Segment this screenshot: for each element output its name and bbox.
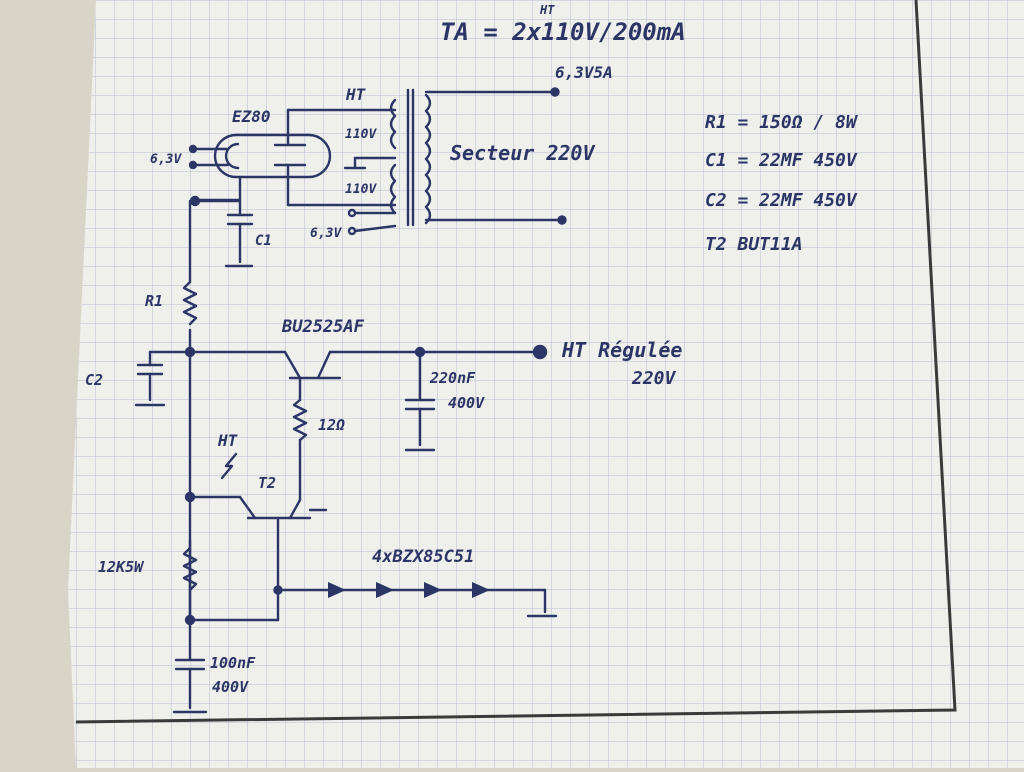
legend-item: C2 = 22MF 450V (705, 190, 858, 211)
zener-1 (328, 582, 346, 598)
tube-name: EZ80 (232, 107, 271, 126)
resistor-12ohm (292, 398, 308, 442)
tube-heater-label: 6,3V (150, 152, 182, 167)
ht-arrow-label: HT (217, 431, 239, 450)
zeners-label: 4xBZX85C51 (372, 547, 474, 567)
tr-secondary-bottom (389, 163, 397, 215)
tube-envelope (213, 133, 332, 179)
zener-4 (472, 582, 490, 598)
bu-emitter-lead (316, 350, 332, 380)
c1-label: C1 (255, 233, 272, 249)
legend-item: C1 = 22MF 450V (705, 150, 858, 171)
bu-collector-lead (283, 350, 302, 380)
filament-rating: 6,3V5A (555, 63, 613, 82)
t2-emitter-lead (288, 498, 302, 520)
terminal-output (532, 344, 548, 360)
page-frame (75, 0, 957, 724)
zener-diodes (328, 582, 490, 598)
primary-label: Secteur 220V (450, 141, 595, 165)
terminal-mains (557, 215, 567, 225)
potentiometer (182, 546, 198, 592)
pot-label: 12K5W (98, 558, 145, 576)
title-ht-superscript: HT (539, 3, 555, 17)
output-voltage-label: 220V (631, 368, 677, 389)
circuit (134, 87, 567, 714)
zener-2 (376, 582, 394, 598)
c2-label: C2 (85, 371, 103, 389)
legend: R1 = 150Ω / 8W C1 = 22MF 450V C2 = 22MF … (705, 112, 859, 255)
transformer-ht-label: HT (345, 85, 367, 104)
tube-heater (224, 142, 240, 170)
ht-arrow (220, 452, 238, 480)
t2-collector-lead (238, 495, 257, 520)
graph-grid (68, 0, 1024, 768)
heater-tap-label: 6,3V (310, 226, 342, 241)
output-label: HT Régulée (561, 338, 682, 362)
zener-3 (424, 582, 442, 598)
wire-heater-b (353, 224, 397, 233)
tr-secondary-top (389, 98, 397, 150)
tr-primary (424, 93, 432, 225)
transistor-main-label: BU2525AF (281, 317, 365, 337)
c-bottom-voltage-label: 400V (212, 678, 249, 696)
r1-label: R1 (145, 292, 163, 310)
title-text: TA = 2x110V/200mA (440, 18, 686, 46)
terminal-filament (550, 87, 560, 97)
c-bottom-value-label: 100nF (210, 654, 256, 672)
c-out-voltage-label: 400V (448, 394, 485, 412)
r-emitter-label: 12Ω (318, 416, 345, 434)
resistor-r1 (182, 280, 198, 326)
legend-item: T2 BUT11A (705, 234, 803, 255)
t2-label: T2 (258, 474, 276, 492)
legend-item: R1 = 150Ω / 8W (705, 112, 859, 133)
secondary-a-label: 110V (345, 127, 377, 142)
secondary-b-label: 110V (345, 182, 377, 197)
c-out-value-label: 220nF (429, 369, 476, 387)
